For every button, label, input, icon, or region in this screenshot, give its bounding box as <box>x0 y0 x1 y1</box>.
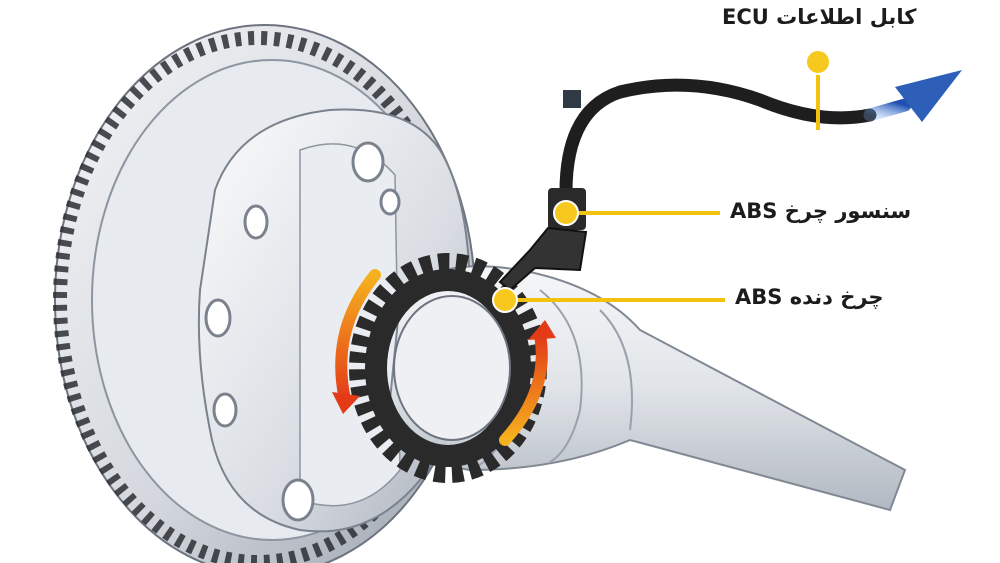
cable-direction-arrow <box>895 70 962 122</box>
abs-sensor <box>498 70 962 292</box>
lug-holes <box>204 141 401 522</box>
callout-dot-gear <box>492 287 518 313</box>
lug-hole <box>212 392 238 428</box>
callout-dot-ecu <box>805 49 831 75</box>
lug-hole <box>281 478 315 522</box>
lug-hole <box>379 188 401 216</box>
arrowhead-right <box>528 320 556 340</box>
small-marker <box>563 90 581 108</box>
cable-tip <box>863 98 912 122</box>
sensor-body <box>498 226 588 292</box>
sensor-cable <box>559 78 877 202</box>
lug-hole <box>351 141 385 183</box>
arrowhead-left <box>332 392 360 414</box>
callout-dot-sensor <box>553 200 579 226</box>
tone-ring-label: چرخ دنده ABS <box>735 285 884 309</box>
rotation-arrow-right <box>499 329 548 446</box>
rotation-arrow-left <box>335 269 381 406</box>
rotation-arrows <box>332 269 556 446</box>
lug-hole <box>204 298 232 338</box>
tone-ring <box>349 253 547 483</box>
ecu-cable-label: کابل اطلاعات ECU <box>722 5 917 29</box>
lug-hole <box>243 204 269 240</box>
callout-dots <box>492 49 831 313</box>
wheel-sensor-label: سنسور چرخ ABS <box>730 199 912 223</box>
